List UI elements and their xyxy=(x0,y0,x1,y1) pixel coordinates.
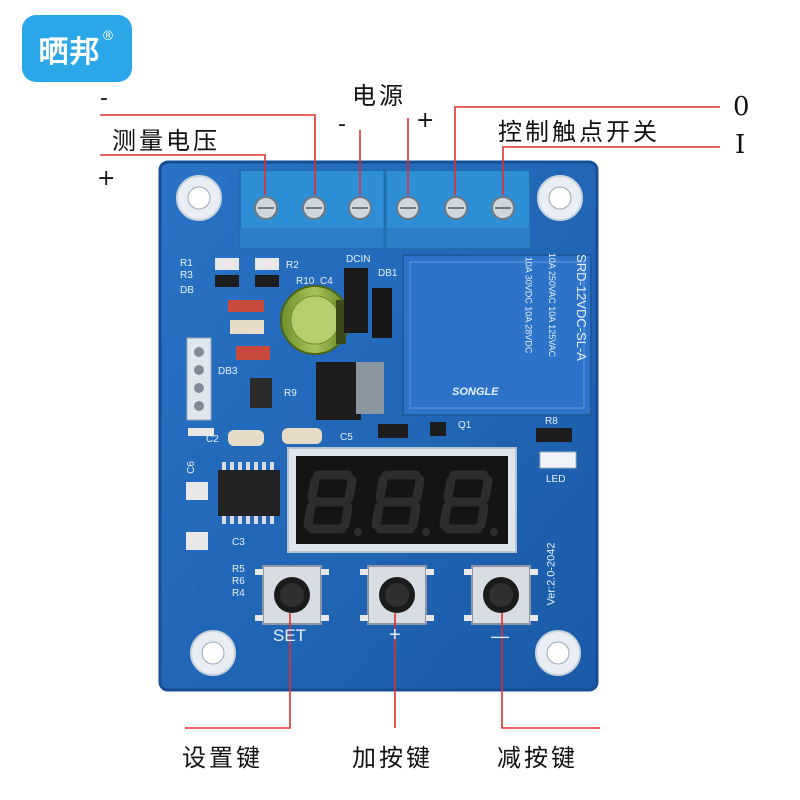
silk-r5: R5 xyxy=(232,564,245,575)
button-label-plus: + xyxy=(389,624,401,646)
label-power: 电源 xyxy=(352,82,406,110)
button-label-minus: — xyxy=(491,626,509,646)
screw-terminal-block xyxy=(239,169,531,249)
silk-r6: R6 xyxy=(232,576,245,587)
label-measure-voltage: 测量电压 xyxy=(112,127,220,155)
brand-logo: 晒邦® xyxy=(22,15,132,82)
electrolytic-capacitor xyxy=(280,285,350,355)
brand-name: 晒邦 xyxy=(38,34,101,70)
silk-r10: R10 xyxy=(296,276,315,287)
relay-brand: SONGLE xyxy=(452,386,499,398)
silk-r4: R4 xyxy=(232,588,245,599)
relay-rating-1: 10A 250VAC 10A 125VAC xyxy=(547,252,558,358)
silk-r1: R1 xyxy=(180,258,193,269)
tactile-buttons xyxy=(255,565,538,625)
silk-db3: DB3 xyxy=(218,366,238,377)
registered-mark: ® xyxy=(101,29,116,44)
silk-db1: DB1 xyxy=(378,268,398,279)
label-set-key: 设置键 xyxy=(182,744,263,772)
relay-rating-2: 10A 30VDC 10A 28VDC xyxy=(523,256,534,354)
ic-chip xyxy=(218,462,280,524)
label-relay-switch: 控制触点开关 xyxy=(498,118,660,146)
relay-zero-symbol: 0 xyxy=(733,92,750,122)
silk-db: DB xyxy=(180,285,194,296)
label-add-key: 加按键 xyxy=(352,744,433,772)
label-sub-key: 减按键 xyxy=(497,744,578,772)
silk-c6: C6 xyxy=(185,461,197,474)
silk-r3: R3 xyxy=(180,270,193,281)
silk-c4: C4 xyxy=(320,276,333,287)
silk-r2: R2 xyxy=(286,260,299,271)
button-label-set: SET xyxy=(273,626,307,645)
relay-model-text: SRD-12VDC-SL-A xyxy=(573,254,589,361)
silk-led: LED xyxy=(546,474,566,485)
relay-one-symbol: I xyxy=(735,130,746,160)
power-plus-symbol: + xyxy=(416,108,435,133)
mounting-holes xyxy=(176,175,583,676)
relay xyxy=(402,254,592,416)
measure-minus-symbol: - xyxy=(100,86,108,111)
silk-version: Ver:2.0-2042 xyxy=(545,542,558,606)
measure-plus-symbol: + xyxy=(97,166,116,191)
silk-c5: C5 xyxy=(340,432,353,443)
silk-c3: C3 xyxy=(232,537,245,548)
silk-r9: R9 xyxy=(284,388,297,399)
silk-c2: C2 xyxy=(206,434,219,445)
seven-segment-display xyxy=(287,447,517,553)
pin-header xyxy=(186,337,212,421)
leader-lines xyxy=(100,106,720,729)
silk-q1: Q1 xyxy=(458,420,472,431)
regulator-and-parts xyxy=(188,268,577,469)
power-minus-symbol: - xyxy=(338,112,346,137)
smd-components xyxy=(186,258,279,550)
silk-dcin: DCIN xyxy=(346,254,371,265)
silk-r8: R8 xyxy=(545,416,558,427)
